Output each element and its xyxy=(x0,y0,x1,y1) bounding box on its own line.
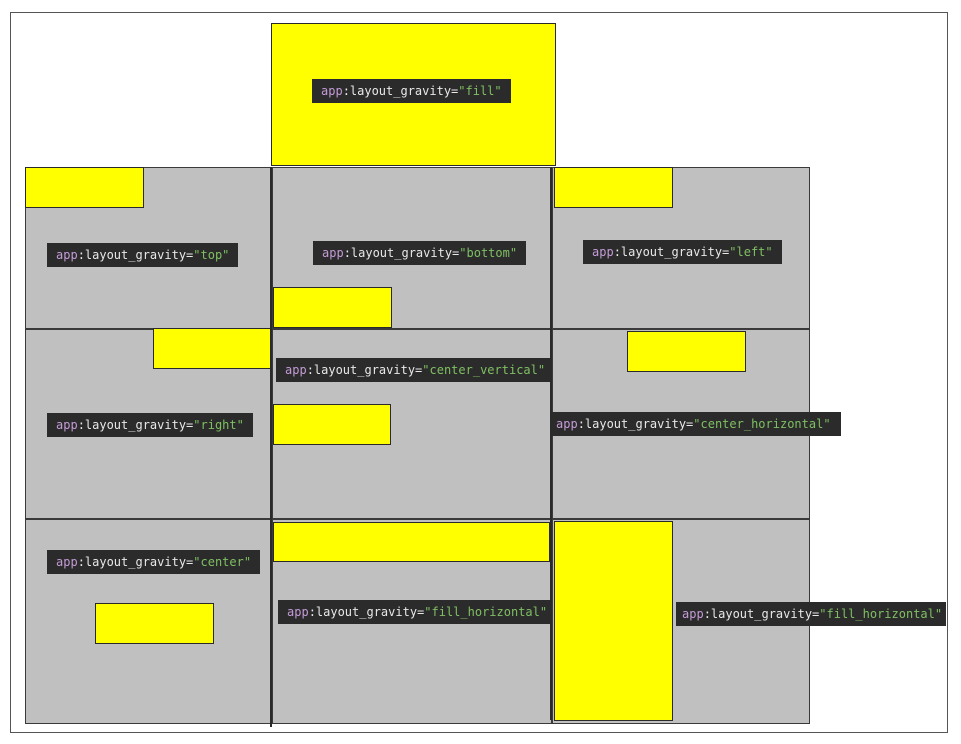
label-fill-vertical: app:layout_gravity="fill_horizontal" xyxy=(676,602,946,626)
column-divider xyxy=(550,167,552,720)
label-value: "right" xyxy=(193,418,244,432)
label-fill-horizontal: app:layout_gravity="fill_horizontal" xyxy=(278,600,557,624)
label-attr: :layout_gravity= xyxy=(308,605,425,619)
label-bottom: app:layout_gravity="bottom" xyxy=(313,241,527,265)
label-fill: app:layout_gravity="fill" xyxy=(312,79,511,103)
cell-top-child xyxy=(25,167,144,208)
label-center-horizontal: app:layout_gravity="center_horizontal" xyxy=(552,412,841,436)
label-value: "top" xyxy=(193,248,230,262)
label-value: "left" xyxy=(729,245,773,259)
label-prefix: app xyxy=(682,607,704,621)
label-prefix: app xyxy=(287,605,309,619)
label-value: "fill_horizontal" xyxy=(424,605,548,619)
label-attr: :layout_gravity= xyxy=(342,84,459,98)
label-attr: :layout_gravity= xyxy=(306,363,423,377)
label-attr: :layout_gravity= xyxy=(577,417,694,431)
cell-center-child xyxy=(95,603,214,644)
cell-left-child xyxy=(554,167,673,208)
label-prefix: app xyxy=(56,248,78,262)
label-prefix: app xyxy=(592,245,614,259)
label-left: app:layout_gravity="left" xyxy=(583,240,782,264)
label-attr: :layout_gravity= xyxy=(703,607,820,621)
cell-center-horizontal-child xyxy=(627,331,746,372)
cell-fill-vertical-child xyxy=(554,521,673,721)
label-value: "center" xyxy=(193,555,252,569)
label-value: "center_vertical" xyxy=(422,363,546,377)
label-center: app:layout_gravity="center" xyxy=(47,550,261,574)
label-prefix: app xyxy=(556,417,578,431)
label-prefix: app xyxy=(56,555,78,569)
label-prefix: app xyxy=(285,363,307,377)
column-divider xyxy=(270,167,272,727)
label-prefix: app xyxy=(322,246,344,260)
label-top: app:layout_gravity="top" xyxy=(47,243,239,267)
cell-bottom-child xyxy=(273,287,392,328)
label-attr: :layout_gravity= xyxy=(613,245,730,259)
label-value: "bottom" xyxy=(459,246,518,260)
label-value: "center_horizontal" xyxy=(693,417,831,431)
label-prefix: app xyxy=(56,418,78,432)
label-prefix: app xyxy=(321,84,343,98)
label-attr: :layout_gravity= xyxy=(77,555,194,569)
label-value: "fill_horizontal" xyxy=(819,607,943,621)
cell-fill-horizontal-child xyxy=(273,522,550,562)
cell-center-vertical-child xyxy=(273,404,391,445)
label-value: "fill" xyxy=(458,84,502,98)
label-right: app:layout_gravity="right" xyxy=(47,413,253,437)
cell-right-child xyxy=(153,328,272,369)
label-center-vertical: app:layout_gravity="center_vertical" xyxy=(276,358,555,382)
label-attr: :layout_gravity= xyxy=(77,248,194,262)
label-attr: :layout_gravity= xyxy=(343,246,460,260)
label-attr: :layout_gravity= xyxy=(77,418,194,432)
